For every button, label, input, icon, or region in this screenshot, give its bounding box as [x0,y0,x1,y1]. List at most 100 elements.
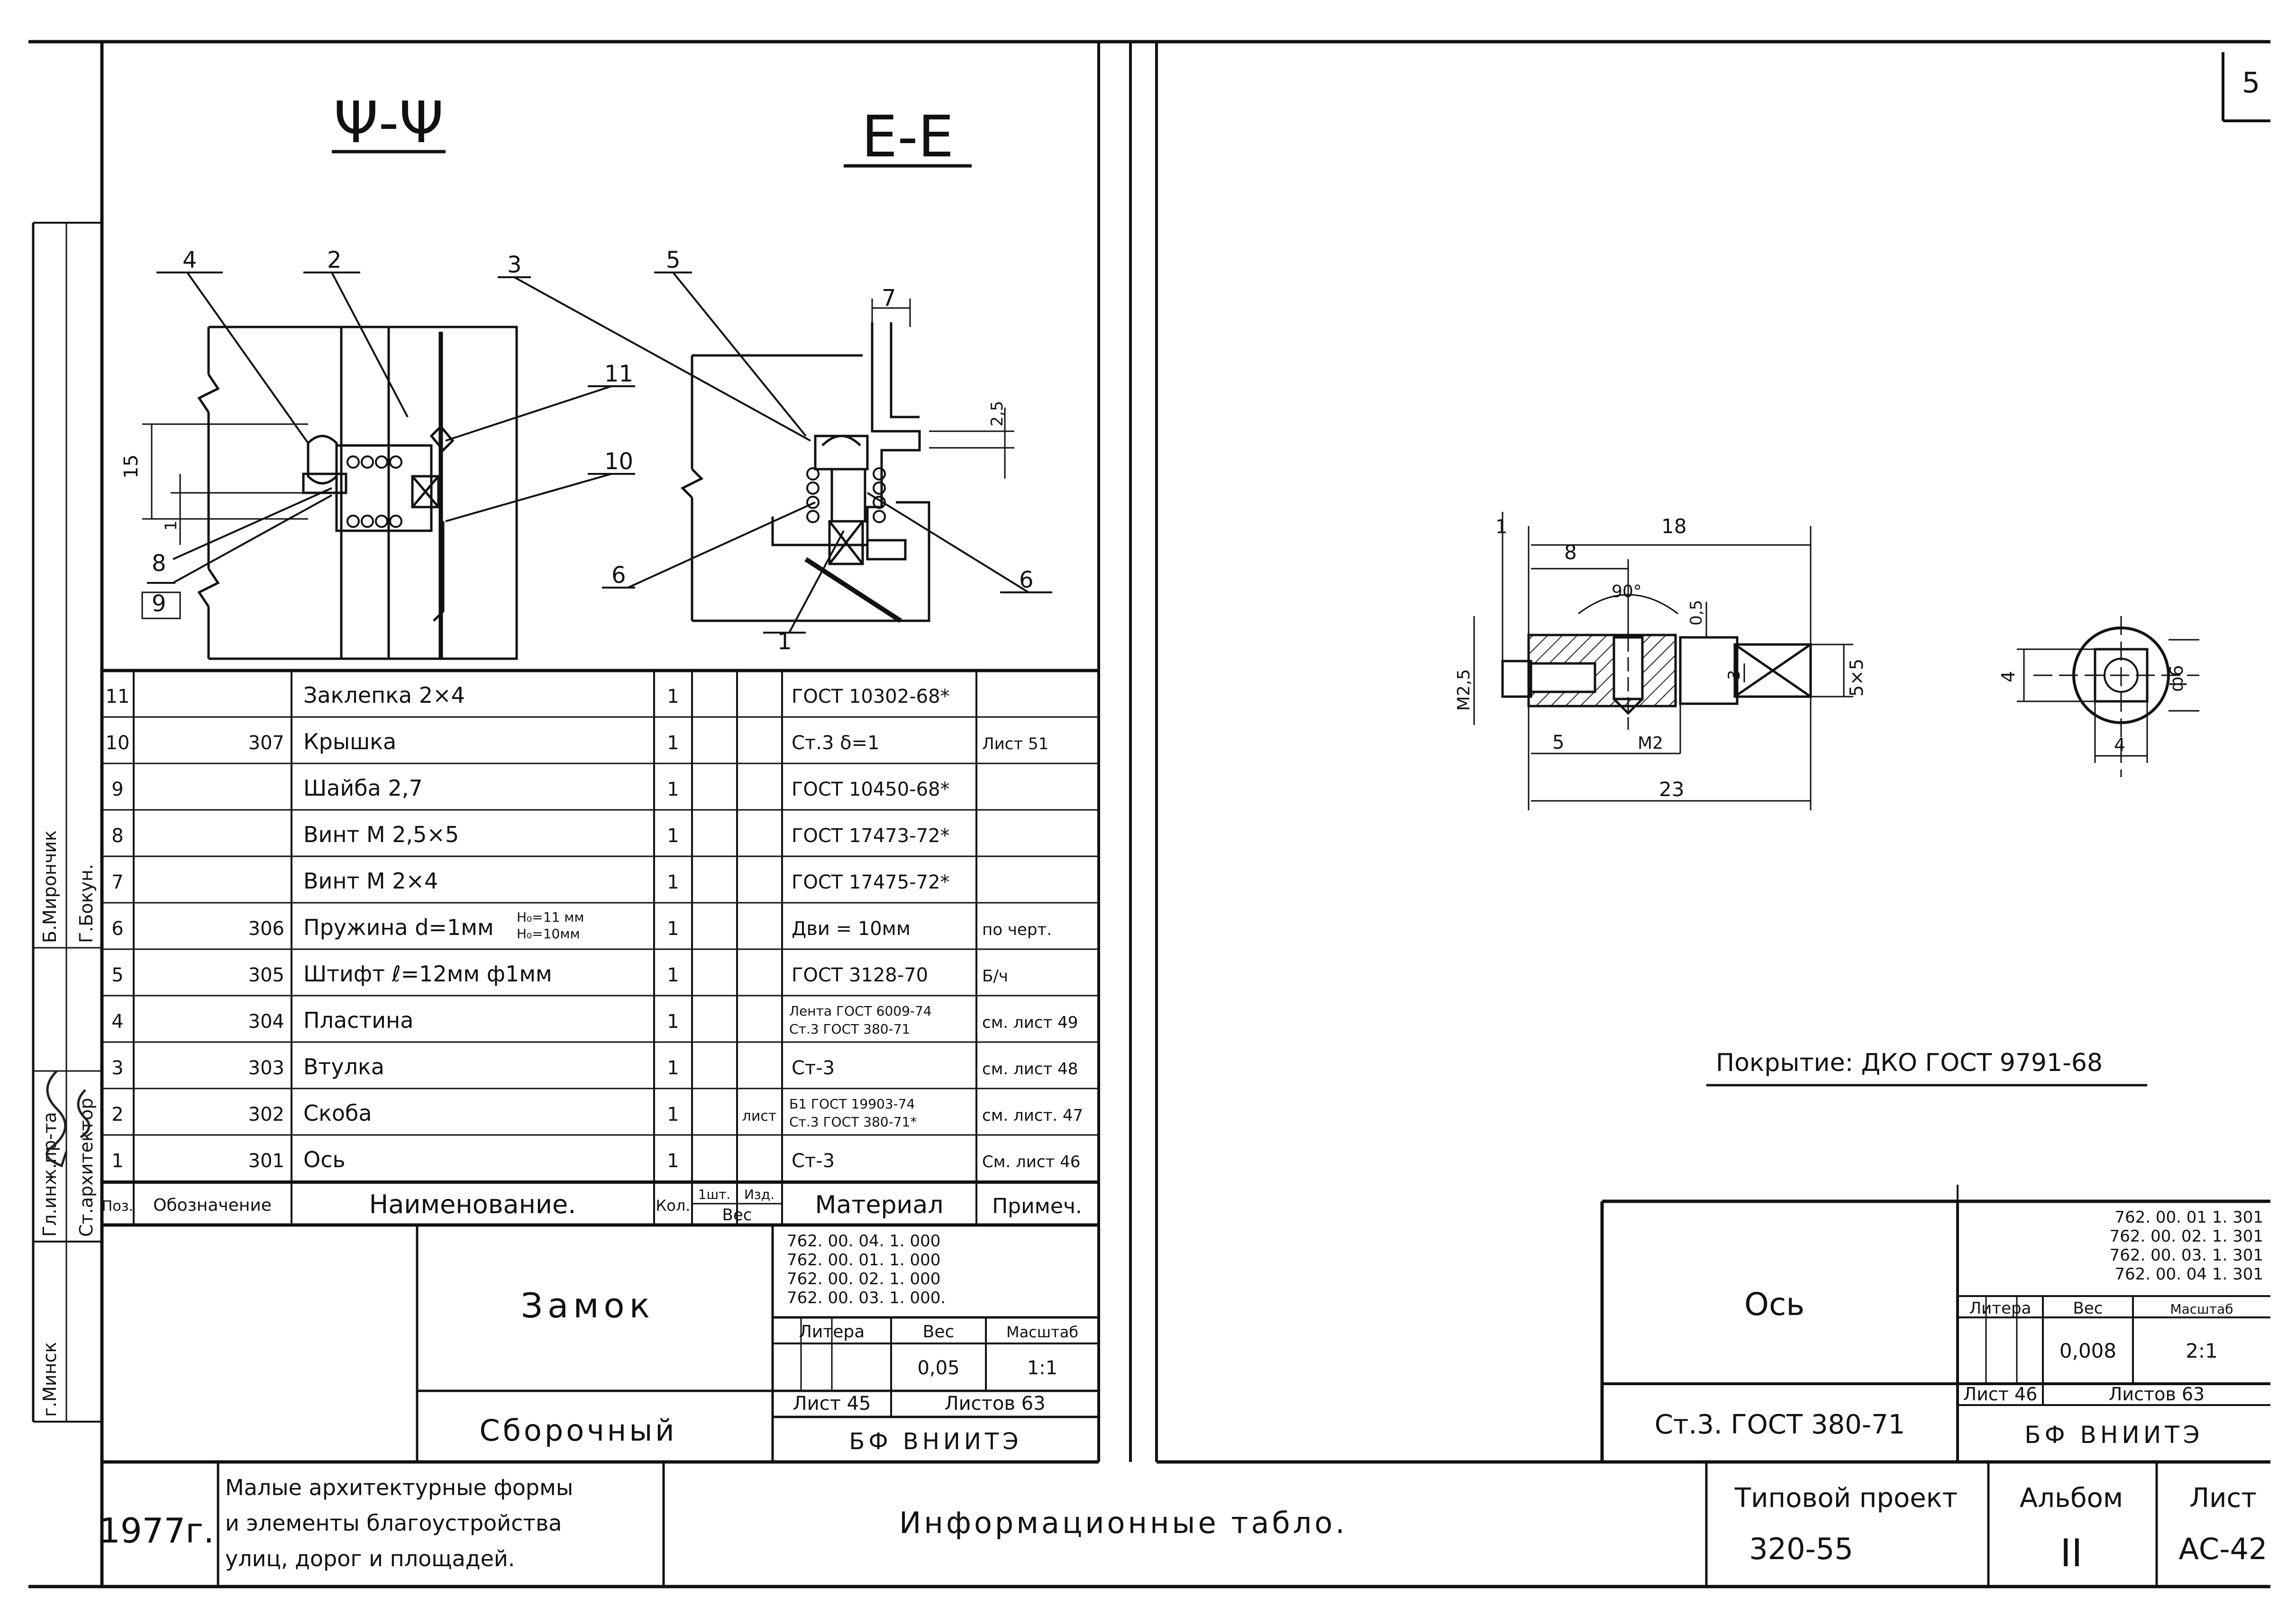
spec-name: Винт М 2,5×5 [303,822,459,847]
detail-end-view [2017,616,2199,777]
assembly-scale: 1:1 [1027,1357,1057,1379]
spec-qty: 1 [667,1150,679,1172]
footer-album-number: II [2060,1531,2082,1575]
spec-qty: 1 [667,1011,679,1033]
footer-typical-label: Типовой проект [1734,1483,1958,1514]
assembly-litera-label: Литера [799,1322,865,1342]
spec-pos: 4 [111,1011,123,1033]
spec-qty: 1 [667,1104,679,1125]
part-weight: 0,008 [2059,1339,2116,1362]
leader-lines [173,272,1030,633]
section-right-drawing [680,322,930,623]
callout-1: 1 [777,628,792,655]
spec-name: Пластина [303,1007,413,1033]
spec-material: ГОСТ 10302-68* [792,686,950,708]
header-note: Примеч. [992,1194,1082,1218]
callout-6a: 6 [611,562,626,589]
spec-qty: 1 [667,918,679,940]
section-title-right: E-E [862,104,954,170]
header-product-weight: Изд. [744,1187,774,1202]
spec-designation: 306 [248,918,284,940]
spec-designation: 303 [248,1057,284,1079]
spec-note: См. лист 46 [982,1152,1080,1171]
spec-qty: 1 [667,825,679,847]
spec-note: см. лист 49 [982,1013,1078,1032]
detail-dim-18: 18 [1661,515,1686,538]
part-code-2: 762. 00. 02. 1. 301 [2110,1227,2263,1246]
margin-name-1: Б.Мирончик [39,830,60,943]
header-weight: Вес [722,1206,752,1225]
spec-note: Лист 51 [982,735,1048,753]
sheet-frame [28,40,2270,1588]
part-litera-label: Литера [1969,1299,2032,1318]
spec-designation: 305 [248,964,284,986]
detail-axle-drawing [1501,594,1812,730]
detail-dimension-lines [1473,512,1853,810]
spec-material: Ст-3 [792,1057,835,1079]
spec-qty: 1 [667,964,679,986]
part-weight-label: Вес [2073,1299,2103,1318]
spec-name: Ось [303,1147,346,1172]
section-right-dimensions [871,299,1014,479]
spec-note: см. лист 48 [982,1060,1078,1079]
spec-pos: 8 [111,825,123,847]
footer-album-label: Альбом [2020,1483,2123,1514]
callout-7: 7 [882,285,896,311]
callout-underlines [147,272,1052,634]
header-material: Материал [815,1191,944,1219]
spec-material-2: Ст.3 ГОСТ 380-71 [789,1021,910,1037]
spec-name: Шайба 2,7 [303,775,423,801]
detail-dim-4a: 4 [1998,671,2019,682]
spec-qty: 1 [667,686,679,708]
part-block-grid [1157,1185,2270,1464]
spec-material: ГОСТ 3128-70 [792,964,928,986]
spec-material: Ст.3 δ=1 [792,732,880,754]
callout-4: 4 [182,247,197,273]
spec-note: Б/ч [982,967,1008,986]
coating-note: Покрытие: ДКО ГОСТ 9791-68 [1716,1049,2103,1077]
assembly-code-2: 762. 00. 01. 1. 000 [787,1251,940,1270]
detail-dim-1: 1 [1495,516,1507,538]
section-left-drawing [197,326,518,660]
header-name: Наименование. [369,1189,576,1219]
section-title-left: Ψ-Ψ [334,90,444,156]
spec-pos: 3 [111,1057,123,1079]
spec-name: Пружина d=1мм [303,915,494,940]
spec-qty: 1 [667,1057,679,1079]
footer-sheet-label: Лист [2189,1483,2257,1514]
spec-material-2: Ст.3 ГОСТ 380-71* [789,1114,917,1130]
assembly-scale-label: Масштаб [1006,1323,1078,1341]
spec-name: Втулка [303,1054,384,1080]
spec-material: Дви = 10мм [792,918,911,940]
spec-pos: 7 [111,871,123,893]
spec-name-sub-2: Н₀=10мм [517,926,580,942]
assembly-code-1: 762. 00. 04. 1. 000 [787,1232,940,1251]
spec-material: Лента ГОСТ 6009-74 [789,1003,932,1019]
spec-qty: 1 [667,871,679,893]
spec-material: Ст-3 [792,1150,835,1172]
part-sheets: Листов 63 [2109,1384,2205,1405]
assembly-weight: 0,05 [917,1357,959,1379]
margin-role-1: Гл.инж.пр-та [39,1112,60,1237]
assembly-org: БФ ВНИИТЭ [849,1428,1022,1455]
spec-name: Винт М 2×4 [303,868,438,894]
callout-5: 5 [666,247,681,273]
signature [46,1070,91,1168]
footer-project-line-3: улиц, дорог и площадей. [225,1546,515,1571]
assembly-subtitle: Сборочный [479,1413,677,1448]
spec-pos: 1 [111,1150,123,1172]
detail-dim-m2-5: М2,5 [1454,669,1474,711]
footer-sheet-number: АС-42 [2179,1532,2268,1566]
part-code-4: 762. 00. 04 1. 301 [2114,1265,2263,1284]
spec-designation: 304 [248,1011,284,1033]
margin-name-2: Г.Бокун. [76,864,97,943]
spec-material: ГОСТ 10450-68* [792,779,950,800]
detail-dim-23: 23 [1659,778,1684,801]
callout-3: 3 [507,252,522,278]
spec-table-header: Поз. Обозначение Наименование. Кол. 1шт.… [102,1187,1082,1225]
assembly-sheet: Лист 45 [793,1393,871,1415]
spec-extra: лист [742,1108,777,1125]
assembly-code-3: 762. 00. 02. 1. 000 [787,1270,940,1288]
callout-9: 9 [152,590,166,617]
assembly-code-4: 762. 00. 03. 1. 000. [787,1288,946,1307]
